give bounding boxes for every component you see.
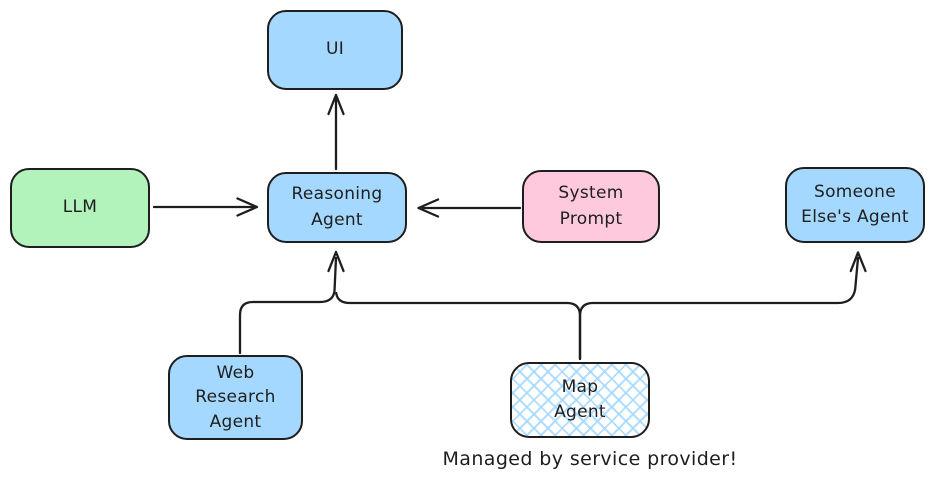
node-map-agent: Map Agent bbox=[510, 362, 650, 438]
node-llm-label: LLM bbox=[62, 197, 98, 218]
caption-managed-by-service-provider: Managed by service provider! bbox=[442, 448, 738, 470]
edge-map-to-reasoning-arrow bbox=[335, 291, 582, 361]
edge-map-to-someoneelse-arrow bbox=[578, 251, 867, 361]
node-reasoning-agent: Reasoning Agent bbox=[267, 172, 407, 243]
node-someone-elses-agent: Someone Else's Agent bbox=[785, 167, 925, 243]
node-system-prompt-label: System Prompt bbox=[558, 183, 624, 229]
node-web-research-agent-label: Web Research Agent bbox=[195, 363, 276, 432]
edge-reasoning-to-ui-arrow bbox=[327, 93, 345, 171]
node-someone-elses-agent-label: Someone Else's Agent bbox=[801, 181, 909, 227]
node-ui: UI bbox=[267, 10, 403, 90]
edge-llm-to-reasoning-arrow bbox=[152, 197, 259, 217]
node-ui-label: UI bbox=[325, 39, 345, 60]
node-web-research-agent: Web Research Agent bbox=[168, 355, 303, 440]
edge-webresearch-to-reasoning-arrow bbox=[238, 250, 345, 355]
edge-systemprompt-to-reasoning-arrow bbox=[417, 198, 522, 218]
node-reasoning-agent-label: Reasoning Agent bbox=[291, 184, 383, 230]
node-map-agent-label: Map Agent bbox=[554, 376, 606, 422]
node-system-prompt: System Prompt bbox=[522, 170, 660, 243]
node-llm: LLM bbox=[10, 168, 150, 248]
